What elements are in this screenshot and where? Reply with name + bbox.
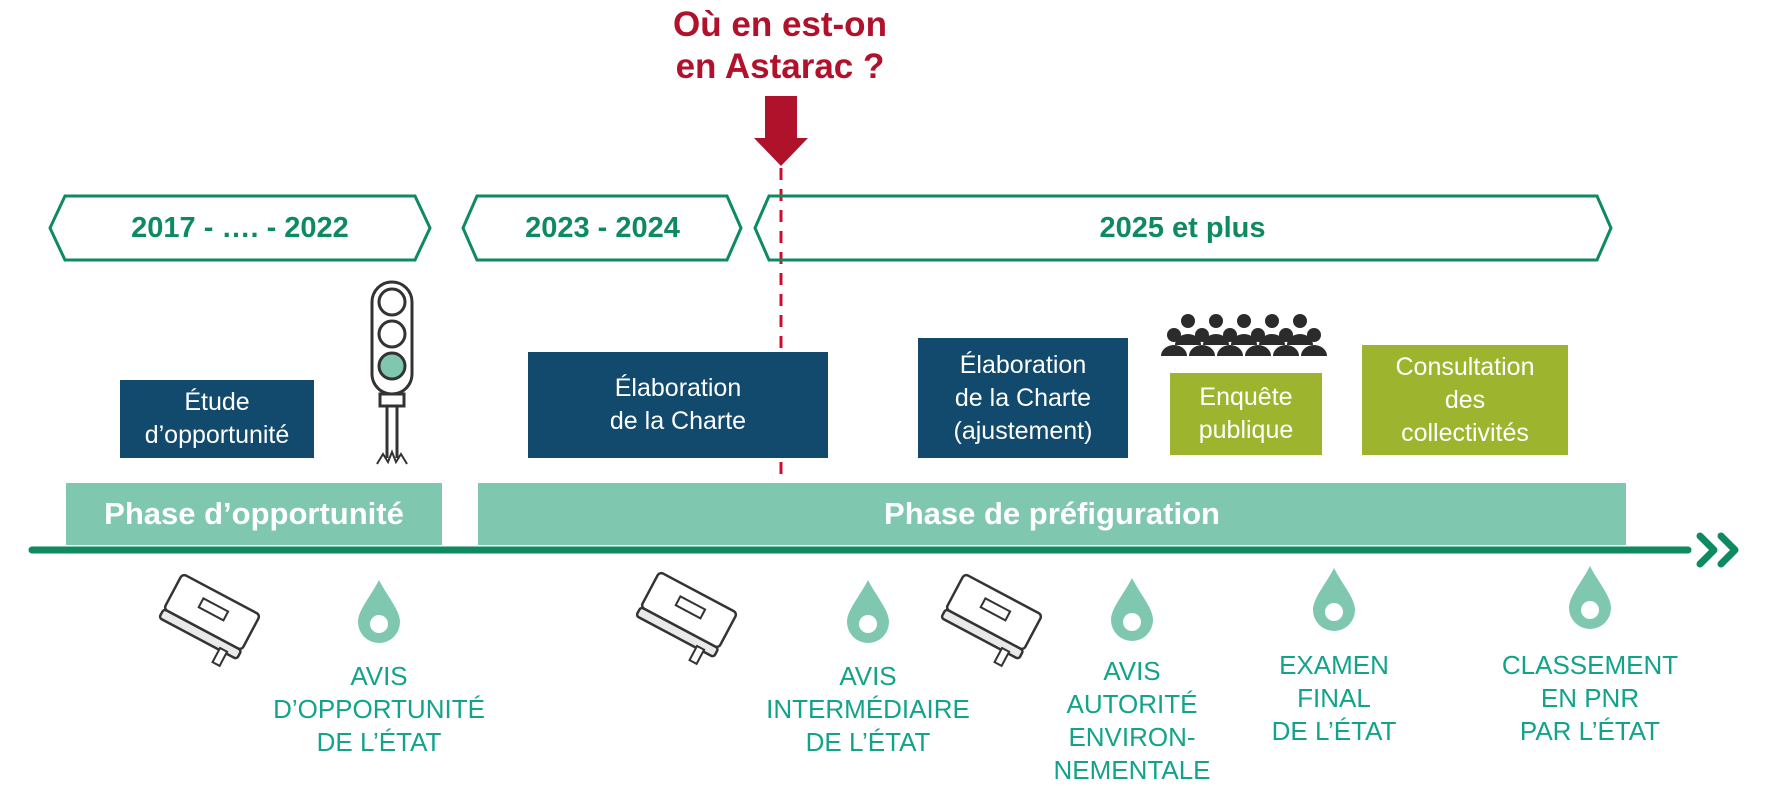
milestone-line: PAR L’ÉTAT [1519,716,1661,746]
period-label-3: 2025 et plus [1099,212,1266,244]
task-line: Étude [184,388,250,416]
milestone-line: NEMENTALE [1053,755,1211,785]
drop-icon [847,580,889,643]
milestone-line: DE L’ÉTAT [316,727,442,757]
milestone-line: AVIS [839,661,897,691]
milestone-line: CLASSEMENT [1501,650,1679,680]
period-label-2: 2023 - 2024 [525,212,680,244]
milestone-line: EN PNR [1540,683,1640,713]
milestone-line: AUTORITÉ [1066,689,1198,719]
traffic-light-icon [370,280,414,465]
task-line: Élaboration [959,350,1087,379]
task-line: publique [1198,416,1294,444]
marker-line-2: en Astarac ? [675,47,885,86]
task-elaboration-charte: Élaboration de la Charte [528,352,828,458]
task-line: collectivités [1401,418,1529,447]
task-line: d’opportunité [144,421,290,449]
task-line: Enquête [1199,383,1293,411]
period-label-1: 2017 - …. - 2022 [131,212,349,244]
task-line: de la Charte [954,383,1092,412]
drop-icon [1111,578,1153,641]
milestone-line: DE L’ÉTAT [1271,716,1397,746]
milestone-line: AVIS [350,661,408,691]
milestone-classement-pnr: CLASSEMENT EN PNR PAR L’ÉTAT [1470,649,1710,748]
marker-title: Où en est-on en Astarac ? [640,4,920,88]
task-line: de la Charte [609,407,747,435]
milestone-line: DE L’ÉTAT [805,727,931,757]
task-etude-opportunite: Étude d’opportunité [120,380,314,458]
task-elaboration-charte-ajustement: Élaboration de la Charte (ajustement) [918,338,1128,458]
crowd-icon [1161,314,1327,356]
milestone-line: D’OPPORTUNITÉ [273,694,485,724]
milestone-line: AVIS [1103,656,1161,686]
task-consultation-collectivites: Consultation des collectivités [1362,345,1568,455]
milestone-line: EXAMEN [1279,650,1389,680]
drop-icon [358,580,400,643]
milestone-avis-autorite-environnementale: AVIS AUTORITÉ ENVIRON- NEMENTALE [1022,655,1242,787]
period-frame-1 [48,194,432,262]
phase-prefiguration: Phase de préfiguration [478,483,1626,545]
down-arrow-icon [754,96,808,166]
book-icon [158,573,261,668]
milestone-line: INTERMÉDIAIRE [766,694,970,724]
period-frame-3 [753,194,1613,262]
task-line: Consultation [1395,352,1535,381]
drop-icon [1313,568,1355,631]
milestone-avis-intermediaire: AVIS INTERMÉDIAIRE DE L’ÉTAT [748,660,988,759]
book-icon [940,573,1043,668]
task-line: (ajustement) [953,416,1093,445]
phase-opportunite: Phase d’opportunité [66,483,442,545]
book-icon [635,571,738,666]
milestone-examen-final: EXAMEN FINAL DE L’ÉTAT [1222,649,1446,748]
double-chevron-icon [1696,532,1739,568]
milestone-avis-opportunite: AVIS D’OPPORTUNITÉ DE L’ÉTAT [254,660,504,759]
milestone-line: FINAL [1297,683,1371,713]
task-enquete-publique: Enquête publique [1170,373,1322,455]
drop-icon [1569,566,1611,629]
task-line: Élaboration [614,374,742,402]
task-line: des [1444,385,1486,414]
period-frame-2 [461,194,743,262]
milestone-line: ENVIRON- [1068,722,1196,752]
marker-line-1: Où en est-on [673,5,887,44]
